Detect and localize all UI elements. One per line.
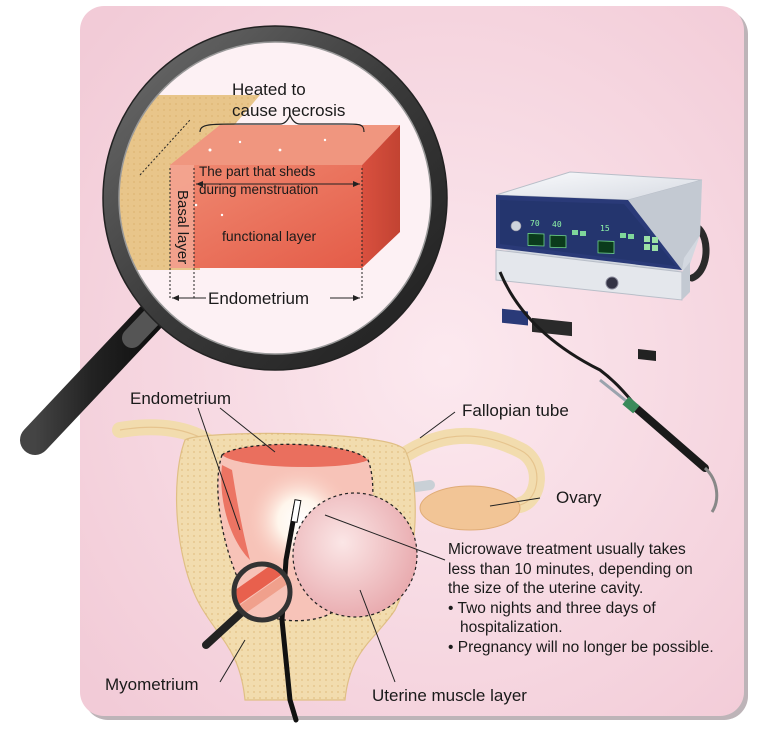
endometrium-label: Endometrium [130,389,232,408]
big-magnifier [20,25,448,455]
device-display-3: 15 [600,224,610,233]
small-magnifier [202,561,293,649]
device-display-2: 40 [552,220,562,229]
sheds-label-line-2: during menstruation [199,182,319,197]
treatment-note: Microwave treatment usually takes less t… [448,540,748,657]
sheds-label: The part that sheds during menstruation [199,163,318,199]
note-line-1: Microwave treatment usually takes [448,541,686,558]
sheds-label-line-1: The part that sheds [199,164,316,179]
device-display-1: 70 [530,219,540,228]
microwave-probe [279,502,299,723]
ovary-label: Ovary [556,488,602,507]
microwave-device: 70 40 15 [495,171,719,513]
leader-lines [197,407,541,683]
note-bullet-2: • Pregnancy will no longer be possible. [448,638,714,656]
heated-label: Heated to cause necrosis [232,79,345,121]
endometrium-inset-label: Endometrium [208,289,310,308]
heated-label-line-2: cause necrosis [232,101,346,120]
heated-label-line-1: Heated to [232,80,306,99]
myometrium-label: Myometrium [105,675,199,694]
note-line-2: less than 10 minutes, depending on [448,560,693,578]
note-bullet-1: • Two nights and three days of [448,599,656,617]
note-line-3: the size of the uterine cavity. [448,580,644,597]
note-bullet-1-cont: hospitalization. [460,619,563,636]
uterine-muscle-layer-label: Uterine muscle layer [372,686,527,705]
basal-layer-label: Basal layer [174,190,191,265]
ovary-shape [419,485,521,531]
uterine-muscle-ball [292,492,418,618]
fallopian-tube-label: Fallopian tube [462,401,569,420]
uterus-illustration [112,419,545,723]
functional-layer-label: functional layer [222,228,317,244]
